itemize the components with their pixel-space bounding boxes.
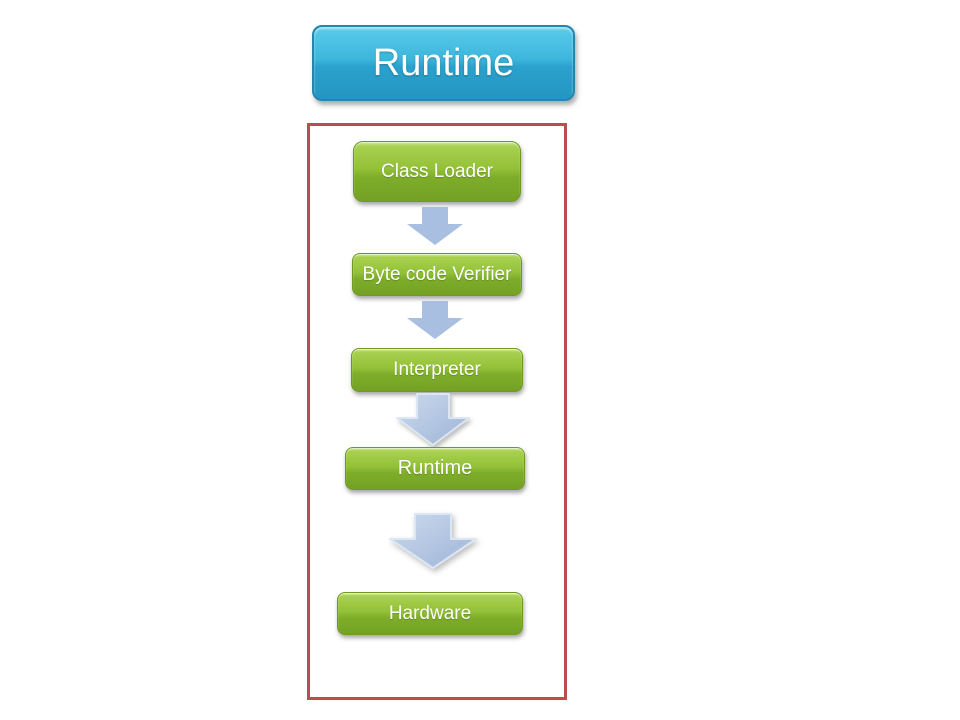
flow-step-label: Class Loader — [381, 160, 493, 182]
title-label: Runtime — [372, 41, 515, 84]
flow-step-label: Interpreter — [393, 359, 481, 380]
flow-step-runtime: Runtime — [345, 447, 525, 490]
down-arrow-icon — [407, 301, 463, 339]
flow-step-label: Runtime — [397, 457, 473, 479]
down-arrow-3d-icon — [389, 513, 477, 569]
flow-step-byte-code-verifier: Byte code Verifier — [352, 253, 522, 296]
down-arrow-icon — [407, 207, 463, 245]
down-arrow-3d-icon — [396, 393, 470, 446]
flow-frame — [307, 123, 567, 700]
title-box: Runtime — [312, 25, 575, 101]
flow-step-class-loader: Class Loader — [353, 141, 521, 202]
flow-step-interpreter: Interpreter — [351, 348, 523, 392]
flow-step-label: Byte code Verifier — [362, 263, 512, 285]
flow-step-label: Hardware — [388, 602, 472, 624]
flow-step-hardware: Hardware — [337, 592, 523, 635]
